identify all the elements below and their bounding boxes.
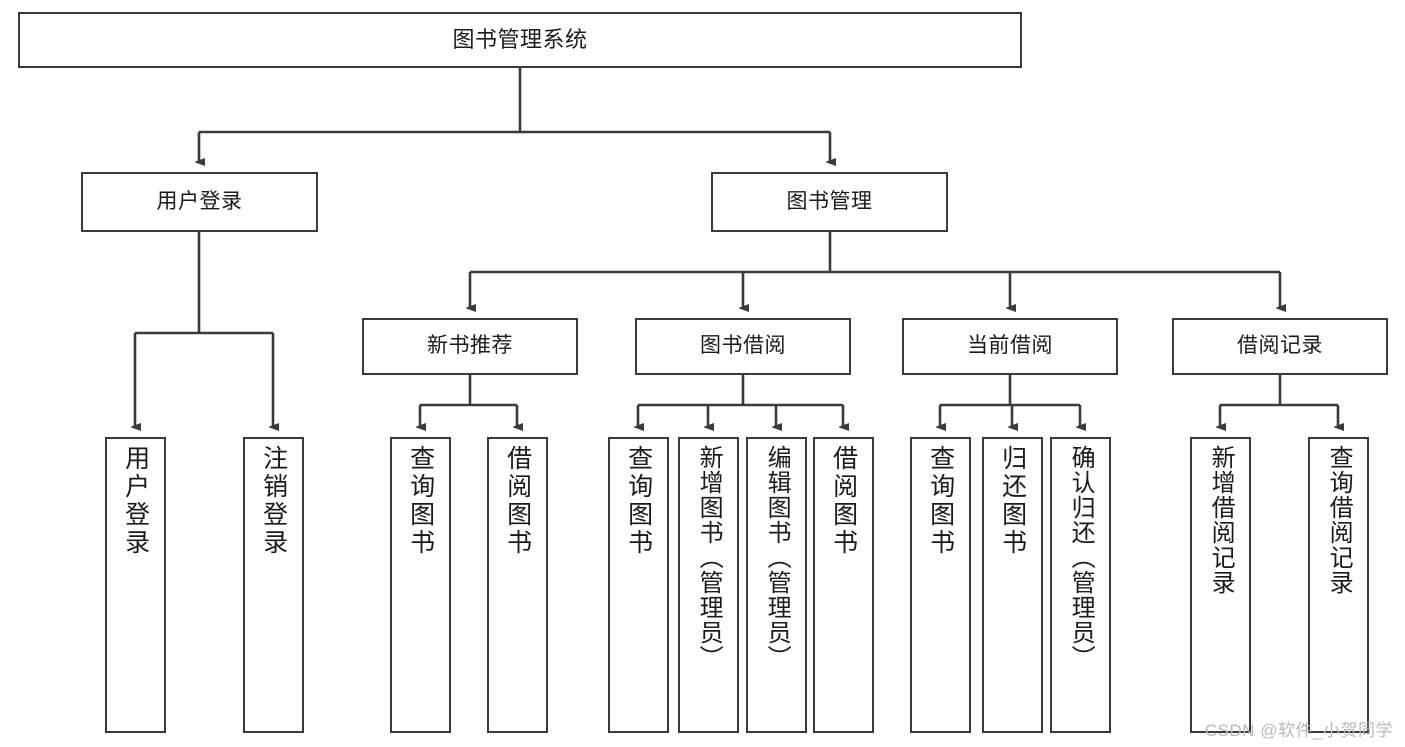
node-root-label: 图书管理系统 (452, 27, 588, 53)
leaf-query-book-recommend-label: 查询图书 (406, 445, 435, 557)
leaf-query-book-recommend[interactable]: 查询图书 (390, 437, 451, 733)
leaf-query-book-borrow-label: 查询图书 (624, 445, 653, 557)
leaf-add-book-admin[interactable]: 新增图书（管理员） (678, 437, 739, 733)
node-book-management[interactable]: 图书管理 (711, 172, 948, 232)
node-book-borrow[interactable]: 图书借阅 (635, 318, 851, 375)
leaf-confirm-return-admin-label: 确认归还（管理员） (1067, 445, 1095, 670)
leaf-borrow-book-recommend-label: 借阅图书 (503, 445, 532, 557)
node-book-management-label: 图书管理 (786, 189, 873, 213)
leaf-add-book-admin-label: 新增图书（管理员） (695, 445, 723, 670)
leaf-borrow-book-recommend[interactable]: 借阅图书 (487, 437, 548, 733)
node-book-borrow-label: 图书借阅 (700, 334, 786, 358)
node-new-book-recommend[interactable]: 新书推荐 (362, 318, 578, 375)
node-current-borrow-label: 当前借阅 (967, 334, 1053, 358)
csdn-watermark: CSDN @软件_小贺同学 (1204, 721, 1393, 740)
node-new-book-recommend-label: 新书推荐 (427, 334, 513, 358)
node-user-login-label: 用户登录 (156, 189, 243, 213)
leaf-borrow-book[interactable]: 借阅图书 (813, 437, 874, 733)
leaf-query-book-borrow[interactable]: 查询图书 (608, 437, 669, 733)
leaf-add-borrow-record[interactable]: 新增借阅记录 (1190, 437, 1251, 733)
leaf-query-book-current[interactable]: 查询图书 (910, 437, 971, 733)
leaf-borrow-book-label: 借阅图书 (829, 445, 858, 557)
leaf-query-borrow-record[interactable]: 查询借阅记录 (1308, 437, 1369, 733)
node-borrow-record-label: 借阅记录 (1237, 334, 1323, 358)
leaf-user-login-label: 用户登录 (121, 445, 150, 557)
node-borrow-record[interactable]: 借阅记录 (1172, 318, 1388, 375)
leaf-return-book-label: 归还图书 (998, 445, 1027, 557)
leaf-query-book-current-label: 查询图书 (926, 445, 955, 557)
leaf-logout-login[interactable]: 注销登录 (243, 437, 304, 733)
leaf-user-login[interactable]: 用户登录 (105, 437, 166, 733)
leaf-edit-book-admin-label: 编辑图书（管理员） (763, 445, 791, 670)
node-user-login[interactable]: 用户登录 (81, 172, 318, 232)
leaf-query-borrow-record-label: 查询借阅记录 (1325, 445, 1353, 595)
node-root[interactable]: 图书管理系统 (18, 12, 1022, 68)
leaf-edit-book-admin[interactable]: 编辑图书（管理员） (746, 437, 807, 733)
leaf-return-book[interactable]: 归还图书 (982, 437, 1043, 733)
node-current-borrow[interactable]: 当前借阅 (902, 318, 1118, 375)
leaf-logout-login-label: 注销登录 (259, 445, 288, 557)
leaf-confirm-return-admin[interactable]: 确认归还（管理员） (1050, 437, 1111, 733)
leaf-add-borrow-record-label: 新增借阅记录 (1207, 445, 1235, 595)
